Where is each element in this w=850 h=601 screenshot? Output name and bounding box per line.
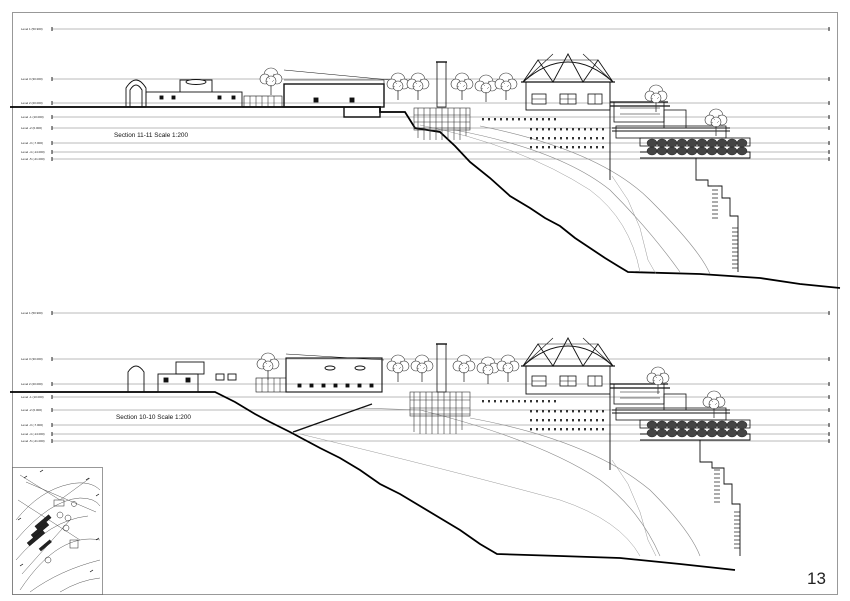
left-building-group [127, 353, 385, 393]
level-label: Level -1 (10.000) [21, 395, 44, 399]
shrub-row [646, 138, 748, 156]
terrain-profile [10, 391, 736, 571]
section-title: Section 11-11 Scale 1:200 [114, 132, 188, 139]
pile-foundation [409, 391, 471, 434]
main-building [525, 81, 611, 180]
terrain-profile [10, 106, 841, 289]
chimney-tower [436, 61, 447, 108]
level-labels: Level 1 (50.900) Level 3 (30.000) Level … [21, 27, 45, 161]
sheet-frame [12, 12, 838, 595]
level-label: Level -4 (-14.000) [21, 150, 45, 154]
window-grid [482, 400, 604, 431]
stair [714, 469, 740, 549]
level-label: Level 3 (30.000) [21, 357, 43, 361]
excavation-curve [294, 407, 661, 557]
level-label: Level -5 (-21.000) [21, 157, 45, 161]
level-label: Level 1 (50.900) [21, 311, 43, 315]
level-label: Level 1 (50.900) [21, 27, 43, 31]
level-label: Level 2 (20.000) [21, 101, 43, 105]
level-label: Level -3 (-7.000) [21, 423, 43, 427]
level-ticks [51, 27, 830, 161]
terrace-buildings [610, 383, 751, 556]
level-label: Level -1 (10.000) [21, 115, 44, 119]
excavation-curve [479, 125, 711, 275]
level-label: Level -5 (-21.000) [21, 439, 45, 443]
level-label: Level 2 (20.000) [21, 382, 43, 386]
stair [712, 185, 738, 269]
lower-structure-outline [611, 175, 657, 275]
lower-structure-outline [611, 459, 657, 557]
excavation-curve [469, 417, 701, 557]
level-label: Level -2 (0.000) [21, 126, 42, 130]
terrace-buildings [610, 101, 751, 272]
key-plan [12, 467, 103, 595]
level-label: Level 3 (30.000) [21, 77, 43, 81]
level-label: Level -2 (0.000) [21, 408, 42, 412]
window-grid [482, 118, 604, 149]
level-ticks [51, 311, 830, 443]
section-10-10-drawing: Level 1 (50.900) Level 3 (30.000) Level … [10, 311, 830, 571]
left-building-group [125, 69, 391, 118]
excavation-curve [454, 129, 681, 273]
excavation-curve [299, 433, 641, 557]
chimney-tower [436, 343, 447, 393]
ramp [292, 403, 373, 433]
level-label: Level -4 (-14.000) [21, 432, 45, 436]
page-number: 13 [807, 569, 826, 588]
shrub-row [646, 420, 748, 438]
excavation-curve [419, 124, 641, 273]
pile-foundation [413, 107, 471, 140]
level-labels: Level 1 (50.900) Level 3 (30.000) Level … [21, 311, 45, 443]
section-title: Section 10-10 Scale 1:200 [116, 414, 191, 421]
level-label: Level -3 (-7.000) [21, 141, 43, 145]
section-11-11-drawing: Level 1 (50.900) Level 3 (30.000) Level … [10, 27, 841, 289]
main-building [525, 365, 611, 470]
